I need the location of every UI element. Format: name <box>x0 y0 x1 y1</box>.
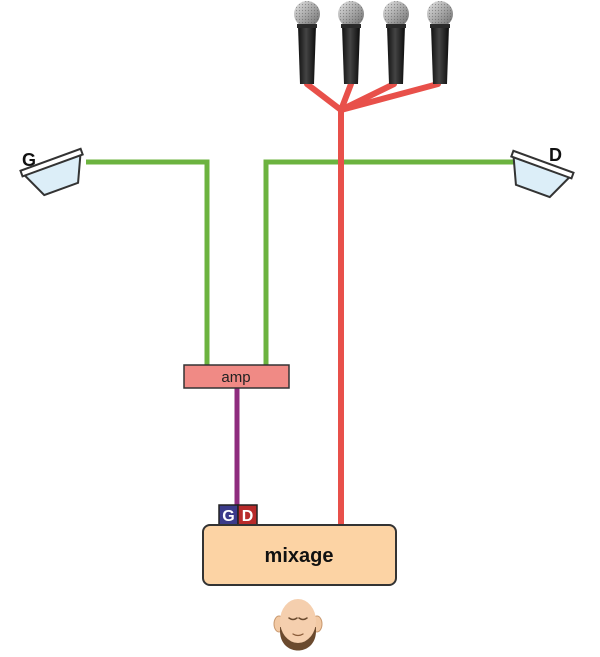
microphone-cables <box>304 81 441 527</box>
speaker-cables <box>86 159 516 365</box>
mixer-label: mixage <box>265 545 334 567</box>
mic-cable-1 <box>304 81 344 113</box>
microphone-icon <box>294 1 320 84</box>
mixer-box: mixage <box>202 524 397 586</box>
amp-box: amp <box>183 364 290 389</box>
microphone-icon <box>383 1 409 84</box>
speaker-left-icon <box>19 147 84 197</box>
speaker-left-label: G <box>22 150 36 170</box>
mic-cable-4 <box>338 81 441 113</box>
speaker-right-label: D <box>549 145 562 165</box>
speaker-right-icon <box>510 149 575 199</box>
microphone-icon <box>427 1 453 84</box>
badge-left-label: G <box>222 508 234 525</box>
microphone-icon <box>338 1 364 84</box>
right-speaker-cable <box>263 159 516 365</box>
mic-cable-2 <box>338 81 354 113</box>
badge-right-label: D <box>242 508 254 525</box>
mixer-channel-badges: G D <box>218 504 258 526</box>
amp-label: amp <box>221 369 250 386</box>
left-speaker-cable <box>86 159 210 365</box>
person-head-icon <box>273 599 323 651</box>
microphones <box>294 1 453 84</box>
